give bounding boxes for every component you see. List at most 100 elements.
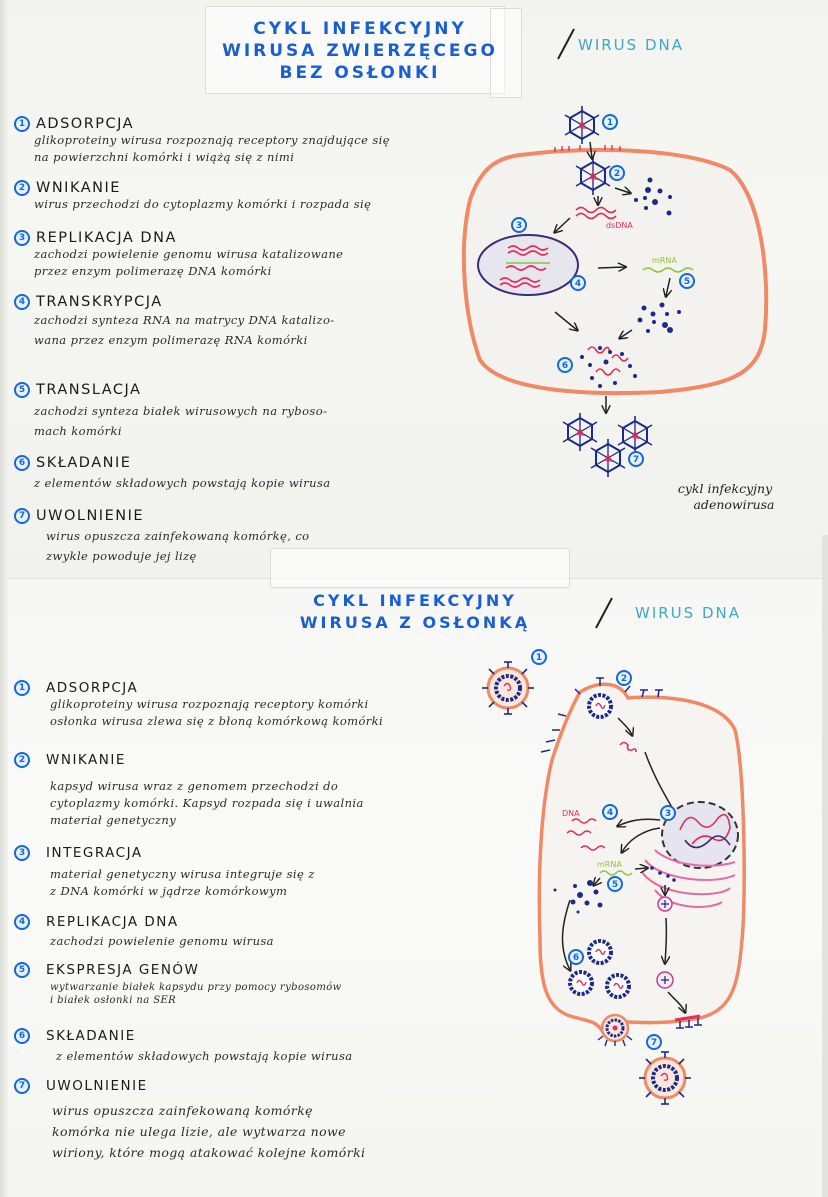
desc-line: zachodzi powielenie genomu wirusa — [50, 934, 274, 948]
desc-line: i białek osłonki na SER — [50, 995, 177, 1006]
svg-text:5: 5 — [684, 277, 690, 287]
mrna-label: mRNA — [597, 860, 622, 869]
nucleocapsid-icon — [605, 973, 631, 999]
diagram-caption: cykl infekcyjny adenowirusa — [655, 481, 795, 513]
step-title: WNIKANIE — [46, 752, 126, 768]
enveloped-virus-cycle-diagram: DNA mRNA 1 2 3 4 5 6 7 — [480, 649, 746, 1106]
svg-text:7: 7 — [633, 455, 639, 465]
section2-step-integracja: 3 INTEGRACJA materiał genetyczny wirusa i… — [14, 845, 315, 900]
title-line: CYKL INFEKCYJNY — [313, 591, 517, 610]
desc-line: na powierzchni komórki i wiążą się z nim… — [34, 150, 295, 164]
step-number-badge: 1 — [14, 680, 30, 696]
step-number-badge: 5 — [14, 962, 30, 978]
desc-line: wirus opuszcza zainfekowaną komórkę, co — [46, 529, 310, 543]
receptors — [554, 145, 621, 152]
caption-line: cykl infekcyjny — [677, 481, 773, 496]
step-description: glikoproteiny wirusa rozpoznają receptor… — [50, 696, 383, 730]
mrna-strand — [599, 870, 633, 876]
step-marker-3: 3 — [660, 805, 676, 821]
nucleocapsid-icon — [587, 693, 613, 719]
step-marker-2: 2 — [616, 670, 632, 686]
svg-text:7: 7 — [651, 1038, 657, 1048]
step-description: z elementów składowych powstają kopie wi… — [34, 475, 331, 492]
section1-title: CYKL INFEKCYJNY WIRUSA ZWIERZĘCEGO BEZ O… — [205, 18, 515, 84]
svg-text:6: 6 — [573, 953, 579, 963]
enveloped-virion-icon — [480, 660, 536, 716]
desc-line: zachodzi synteza białek wirusowych na ry… — [34, 404, 328, 418]
virion-icon — [564, 105, 600, 145]
step-title: INTEGRACJA — [46, 845, 143, 861]
section2-virus-type: WIRUS DNA — [635, 604, 741, 622]
step-description: wytwarzanie białek kapsydu przy pomocy r… — [50, 981, 342, 1007]
desc-line: z elementów składowych powstają kopie wi… — [56, 1049, 353, 1063]
step-number-badge: 4 — [14, 914, 30, 930]
step-number-badge: 7 — [14, 1078, 30, 1094]
dsdna-strand — [575, 206, 617, 220]
step-number-badge: 3 — [14, 845, 30, 861]
svg-text:2: 2 — [621, 674, 627, 684]
step-description: zachodzi synteza białek wirusowych na ry… — [34, 401, 327, 441]
step-number-badge: 7 — [14, 508, 30, 524]
tape-strip — [270, 548, 570, 588]
desc-line: glikoproteiny wirusa rozpoznają receptor… — [34, 133, 390, 147]
nucleus — [477, 234, 579, 296]
released-enveloped-virion-icon — [637, 1050, 693, 1106]
desc-line: materiał genetyczny — [50, 813, 177, 827]
step-marker-6: 6 — [557, 357, 573, 373]
section2-title: CYKL INFEKCYJNY WIRUSA Z OSŁONKĄ — [285, 590, 545, 634]
step-description: wirus opuszcza zainfekowaną komórkę, co … — [46, 526, 309, 566]
desc-line: wana przez enzym polimerazę RNA komórki — [34, 333, 308, 347]
released-viral-dna — [619, 741, 637, 753]
step-description: zachodzi synteza RNA na matrycy DNA kata… — [34, 310, 335, 350]
assembling-virions — [587, 346, 629, 376]
dna-label: DNA — [562, 809, 580, 818]
step-title: UWOLNIENIE — [46, 1078, 148, 1094]
svg-text:3: 3 — [516, 221, 522, 231]
step-description: kapsyd wirusa wraz z genomem przechodzi … — [50, 778, 364, 829]
step-marker-4: 4 — [570, 275, 586, 291]
step-title: SKŁADANIE — [36, 455, 132, 471]
svg-text:6: 6 — [562, 361, 568, 371]
mrna-strand — [642, 267, 694, 273]
desc-line: wytwarzanie białek kapsydu przy pomocy r… — [50, 982, 342, 993]
step-marker-2: 2 — [609, 165, 625, 181]
svg-text:1: 1 — [607, 118, 613, 128]
step-description: materiał genetyczny wirusa integruje się… — [50, 866, 315, 900]
envelope-vesicle — [657, 896, 673, 912]
svg-text:5: 5 — [612, 880, 618, 890]
step-description: wirus przechodzi do cytoplazmy komórki i… — [34, 196, 371, 213]
step-marker-6: 6 — [568, 949, 584, 965]
desc-line: kapsyd wirusa wraz z genomem przechodzi … — [50, 779, 339, 793]
section1-virus-type: WIRUS DNA — [578, 36, 684, 54]
dsdna-label: dsDNA — [606, 221, 633, 230]
capsid-proteins — [634, 177, 672, 216]
desc-line: materiał genetyczny wirusa integruje się… — [50, 867, 315, 881]
desc-line: z elementów składowych powstają kopie wi… — [34, 476, 331, 490]
desc-line: mach komórki — [34, 424, 122, 438]
desc-line: z DNA komórki w jądrze komórkowym — [50, 884, 288, 898]
step-description: wirus opuszcza zainfekowaną komórkę komó… — [52, 1100, 365, 1163]
step-marker-4: 4 — [602, 804, 618, 820]
desc-line: wirus przechodzi do cytoplazmy komórki i… — [34, 197, 372, 211]
endoplasmic-reticulum — [641, 849, 736, 908]
step-title: ADSORPCJA — [36, 116, 135, 132]
step-number-badge: 2 — [14, 180, 30, 196]
svg-text:3: 3 — [665, 809, 671, 819]
step-number-badge: 6 — [14, 1028, 30, 1044]
ribosomes — [650, 866, 676, 882]
released-virion-icon — [562, 412, 598, 452]
budding-virion-icon — [597, 1013, 633, 1047]
desc-line: cytoplazmy komórki. Kapsyd rozpada się i… — [50, 796, 364, 810]
section2-step-uwolnienie: 7 UWOLNIENIE wirus opuszcza zainfekowaną … — [14, 1078, 365, 1163]
step-number-badge: 4 — [14, 294, 30, 310]
svg-text:4: 4 — [607, 808, 613, 818]
